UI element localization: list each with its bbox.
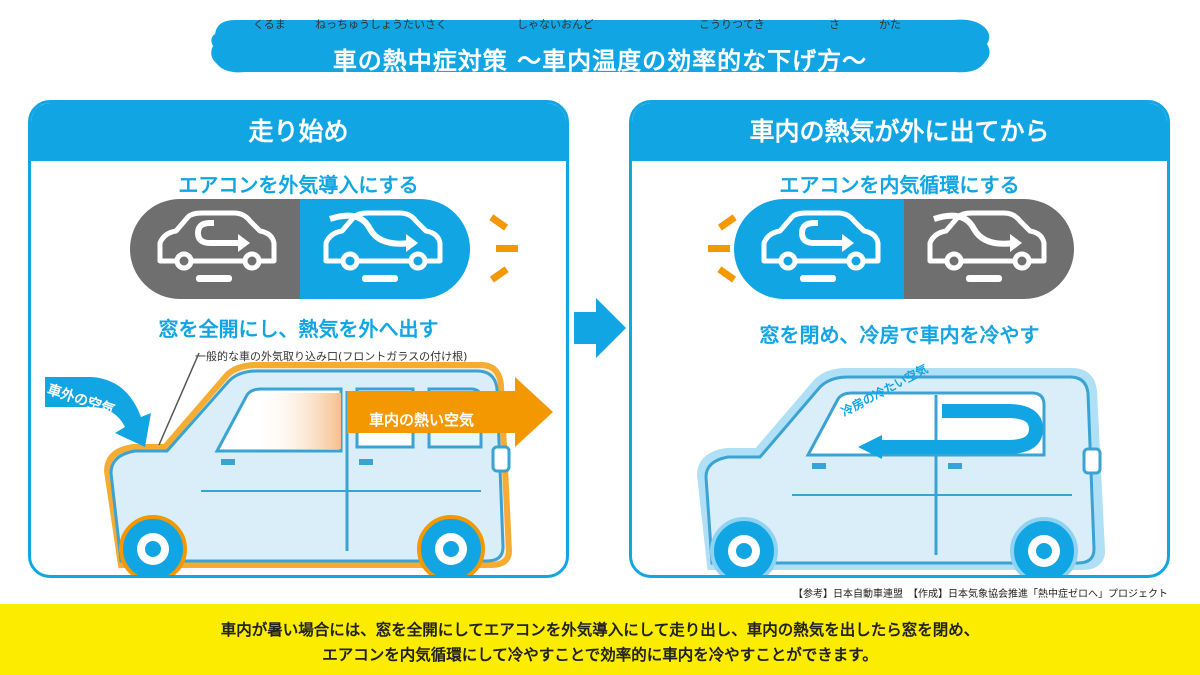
right-arrow-icon	[574, 298, 626, 358]
hot-air-label: 車内の熱い空気	[369, 411, 475, 429]
ruby-koritsuteki: こうりつてき	[699, 18, 765, 31]
intake-note: 一般的な車の外気取り込み口(フロントガラスの付け根)	[195, 350, 468, 363]
car-fresh-air-icon	[927, 210, 1047, 282]
left-window-instruction: 窓を全開にし、熱気を外へ出す	[158, 317, 439, 341]
right-panel-header: 車内の熱気が外に出てから	[632, 103, 1167, 161]
summary-line-1: 車内が暑い場合には、窓を全開にしてエアコンを外気導入にして走り出し、車内の熱気を…	[220, 621, 980, 639]
right-window-instruction: 窓を閉め、冷房で車内を冷やす	[759, 323, 1040, 347]
ruby-sa: さ	[829, 18, 840, 31]
recirculation-mode-on	[734, 199, 904, 299]
ruby-netchushotaisaku: ねっちゅうしょうたいさく	[315, 18, 447, 31]
summary-bar: 車内が暑い場合には、窓を全開にしてエアコンを外気導入にして走り出し、車内の熱気を…	[0, 604, 1200, 675]
left-panel: 走り始め エアコンを外気導入にする	[28, 100, 569, 578]
page-title: 車の熱中症対策 ～車内温度の効率的な下げ方～	[332, 47, 868, 75]
right-panel: 車内の熱気が外に出てから エアコンを内気循環にする	[629, 100, 1170, 578]
car-recirculation-icon	[761, 210, 881, 282]
active-indicator-burst-icon	[708, 214, 737, 283]
ruby-shanaiondo: しゃないおんど	[517, 18, 594, 31]
ruby-kuruma: くるま	[253, 18, 286, 31]
ruby-kata: かた	[879, 18, 901, 31]
hot-air-arrow	[347, 377, 553, 447]
car-fresh-air-icon	[323, 210, 443, 282]
cool-car-illustration	[696, 368, 1106, 575]
outside-air-arrow	[45, 377, 151, 447]
left-aircon-instruction: エアコンを外気導入にする	[178, 173, 419, 197]
fresh-air-mode-off	[904, 199, 1074, 299]
fresh-air-mode-on	[300, 199, 470, 299]
recirculation-mode-off	[130, 199, 300, 299]
title-banner: くるま ねっちゅうしょうたいさく しゃないおんど こうりつてき さ かた 車の熱…	[205, 14, 995, 76]
right-aircon-mode-pill	[734, 199, 1074, 299]
left-aircon-mode-pill	[130, 199, 470, 299]
credit-line: 【参考】日本自動車連盟 【作成】日本気象協会推進「熱中症ゼロへ」プロジェクト	[793, 589, 1168, 600]
active-indicator-burst-icon	[489, 214, 518, 283]
left-panel-header: 走り始め	[31, 103, 566, 161]
car-recirculation-icon	[157, 210, 277, 282]
right-aircon-instruction: エアコンを内気循環にする	[779, 173, 1020, 197]
summary-line-2: エアコンを内気循環にして冷やすことで効率的に車内を冷やすことができます。	[322, 646, 878, 664]
